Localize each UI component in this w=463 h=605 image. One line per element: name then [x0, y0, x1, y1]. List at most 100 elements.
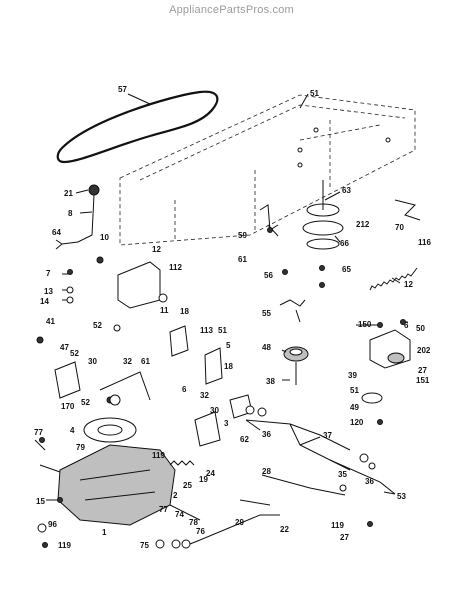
callout-7: 7	[46, 269, 51, 278]
callout-39: 39	[348, 371, 357, 380]
transaxle	[39, 417, 201, 526]
callout-120: 120	[350, 418, 364, 427]
callout-202: 202	[417, 346, 431, 355]
callout-50: 50	[416, 324, 425, 333]
callout-51: 51	[218, 326, 227, 335]
callout-96: 96	[48, 520, 57, 529]
callout-8: 8	[68, 209, 73, 218]
callout-70: 70	[395, 223, 404, 232]
callout-65: 65	[342, 265, 351, 274]
callout-170: 170	[61, 402, 75, 411]
callout-14: 14	[40, 297, 49, 306]
callout-76: 76	[196, 527, 205, 536]
callout-21: 21	[64, 189, 73, 198]
callout-61: 61	[238, 255, 247, 264]
callout-11: 11	[160, 306, 169, 315]
callout-66: 66	[340, 239, 349, 248]
callout-2: 2	[173, 491, 178, 500]
callout-29: 29	[235, 518, 244, 527]
linkage-rods	[189, 419, 396, 545]
rh-bracket	[204, 347, 223, 385]
callout-112: 112	[169, 263, 182, 272]
callout-47: 47	[60, 343, 69, 352]
callout-53: 53	[397, 492, 406, 501]
callout-52: 52	[93, 321, 102, 330]
callout-59: 59	[238, 231, 247, 240]
callout-6: 6	[182, 385, 187, 394]
callout-212: 212	[356, 220, 370, 229]
callout-12: 12	[404, 280, 413, 289]
callout-48: 48	[262, 343, 271, 352]
callout-5: 5	[226, 341, 231, 350]
callout-28: 28	[262, 467, 271, 476]
callout-27: 27	[340, 533, 349, 542]
right-side-bracket	[194, 411, 221, 447]
callout-51: 51	[310, 89, 319, 98]
callout-57: 57	[118, 85, 127, 94]
callout-52: 52	[81, 398, 90, 407]
callout-22: 22	[280, 525, 289, 534]
callout-77: 77	[159, 505, 168, 514]
idler-pulley	[283, 346, 309, 385]
callout-10: 10	[100, 233, 109, 242]
callout-61: 61	[141, 357, 150, 366]
extension-spring	[369, 267, 418, 291]
callout-119: 119	[152, 451, 165, 460]
spring-24	[169, 460, 195, 466]
callout-35: 35	[338, 470, 347, 479]
callout-13: 13	[44, 287, 53, 296]
callout-19: 19	[199, 475, 208, 484]
callout-30: 30	[88, 357, 97, 366]
callout-119: 119	[58, 541, 71, 550]
callout-49: 49	[350, 403, 359, 412]
shift-lever	[55, 184, 100, 250]
callout-32: 32	[200, 391, 209, 400]
center-bracket	[169, 325, 189, 357]
callout-79: 79	[76, 443, 85, 452]
callout-15: 15	[36, 497, 45, 506]
callout-77: 77	[34, 428, 43, 437]
drive-belt	[56, 90, 219, 164]
callout-27: 27	[418, 366, 427, 375]
callout-41: 41	[46, 317, 55, 326]
callout-32: 32	[123, 357, 132, 366]
callout-24: 24	[206, 469, 215, 478]
callout-55: 55	[262, 309, 271, 318]
mount-bracket	[117, 261, 161, 309]
leader-lines	[34, 93, 408, 501]
spindle-pulleys	[302, 180, 344, 250]
callout-116: 116	[418, 238, 431, 247]
callout-12: 12	[152, 245, 161, 254]
callout-62: 62	[240, 435, 249, 444]
callout-6: 6	[404, 321, 409, 330]
tie-rod-170	[99, 371, 151, 401]
callout-75: 75	[140, 541, 149, 550]
callout-56: 56	[264, 271, 273, 280]
callout-30: 30	[210, 406, 219, 415]
hardware-bolts	[36, 227, 406, 549]
callout-4: 4	[70, 426, 75, 435]
callout-38: 38	[266, 377, 275, 386]
callout-113: 113	[200, 326, 213, 335]
callout-18: 18	[180, 307, 189, 316]
callout-78: 78	[189, 518, 198, 527]
bracket-70	[394, 199, 421, 221]
callout-37: 37	[323, 431, 332, 440]
clutch-bracket	[361, 329, 411, 404]
callout-64: 64	[52, 228, 61, 237]
callout-150: 150	[358, 320, 372, 329]
callout-1: 1	[102, 528, 107, 537]
callout-63: 63	[342, 186, 351, 195]
bracket-59	[259, 204, 279, 231]
callout-51: 51	[350, 386, 359, 395]
callout-36: 36	[365, 477, 374, 486]
callout-74: 74	[175, 510, 184, 519]
callout-25: 25	[183, 481, 192, 490]
callout-18: 18	[224, 362, 233, 371]
callout-151: 151	[416, 376, 430, 385]
callout-3: 3	[224, 419, 229, 428]
callout-36: 36	[262, 430, 271, 439]
callout-119: 119	[331, 521, 344, 530]
callout-52: 52	[70, 349, 79, 358]
